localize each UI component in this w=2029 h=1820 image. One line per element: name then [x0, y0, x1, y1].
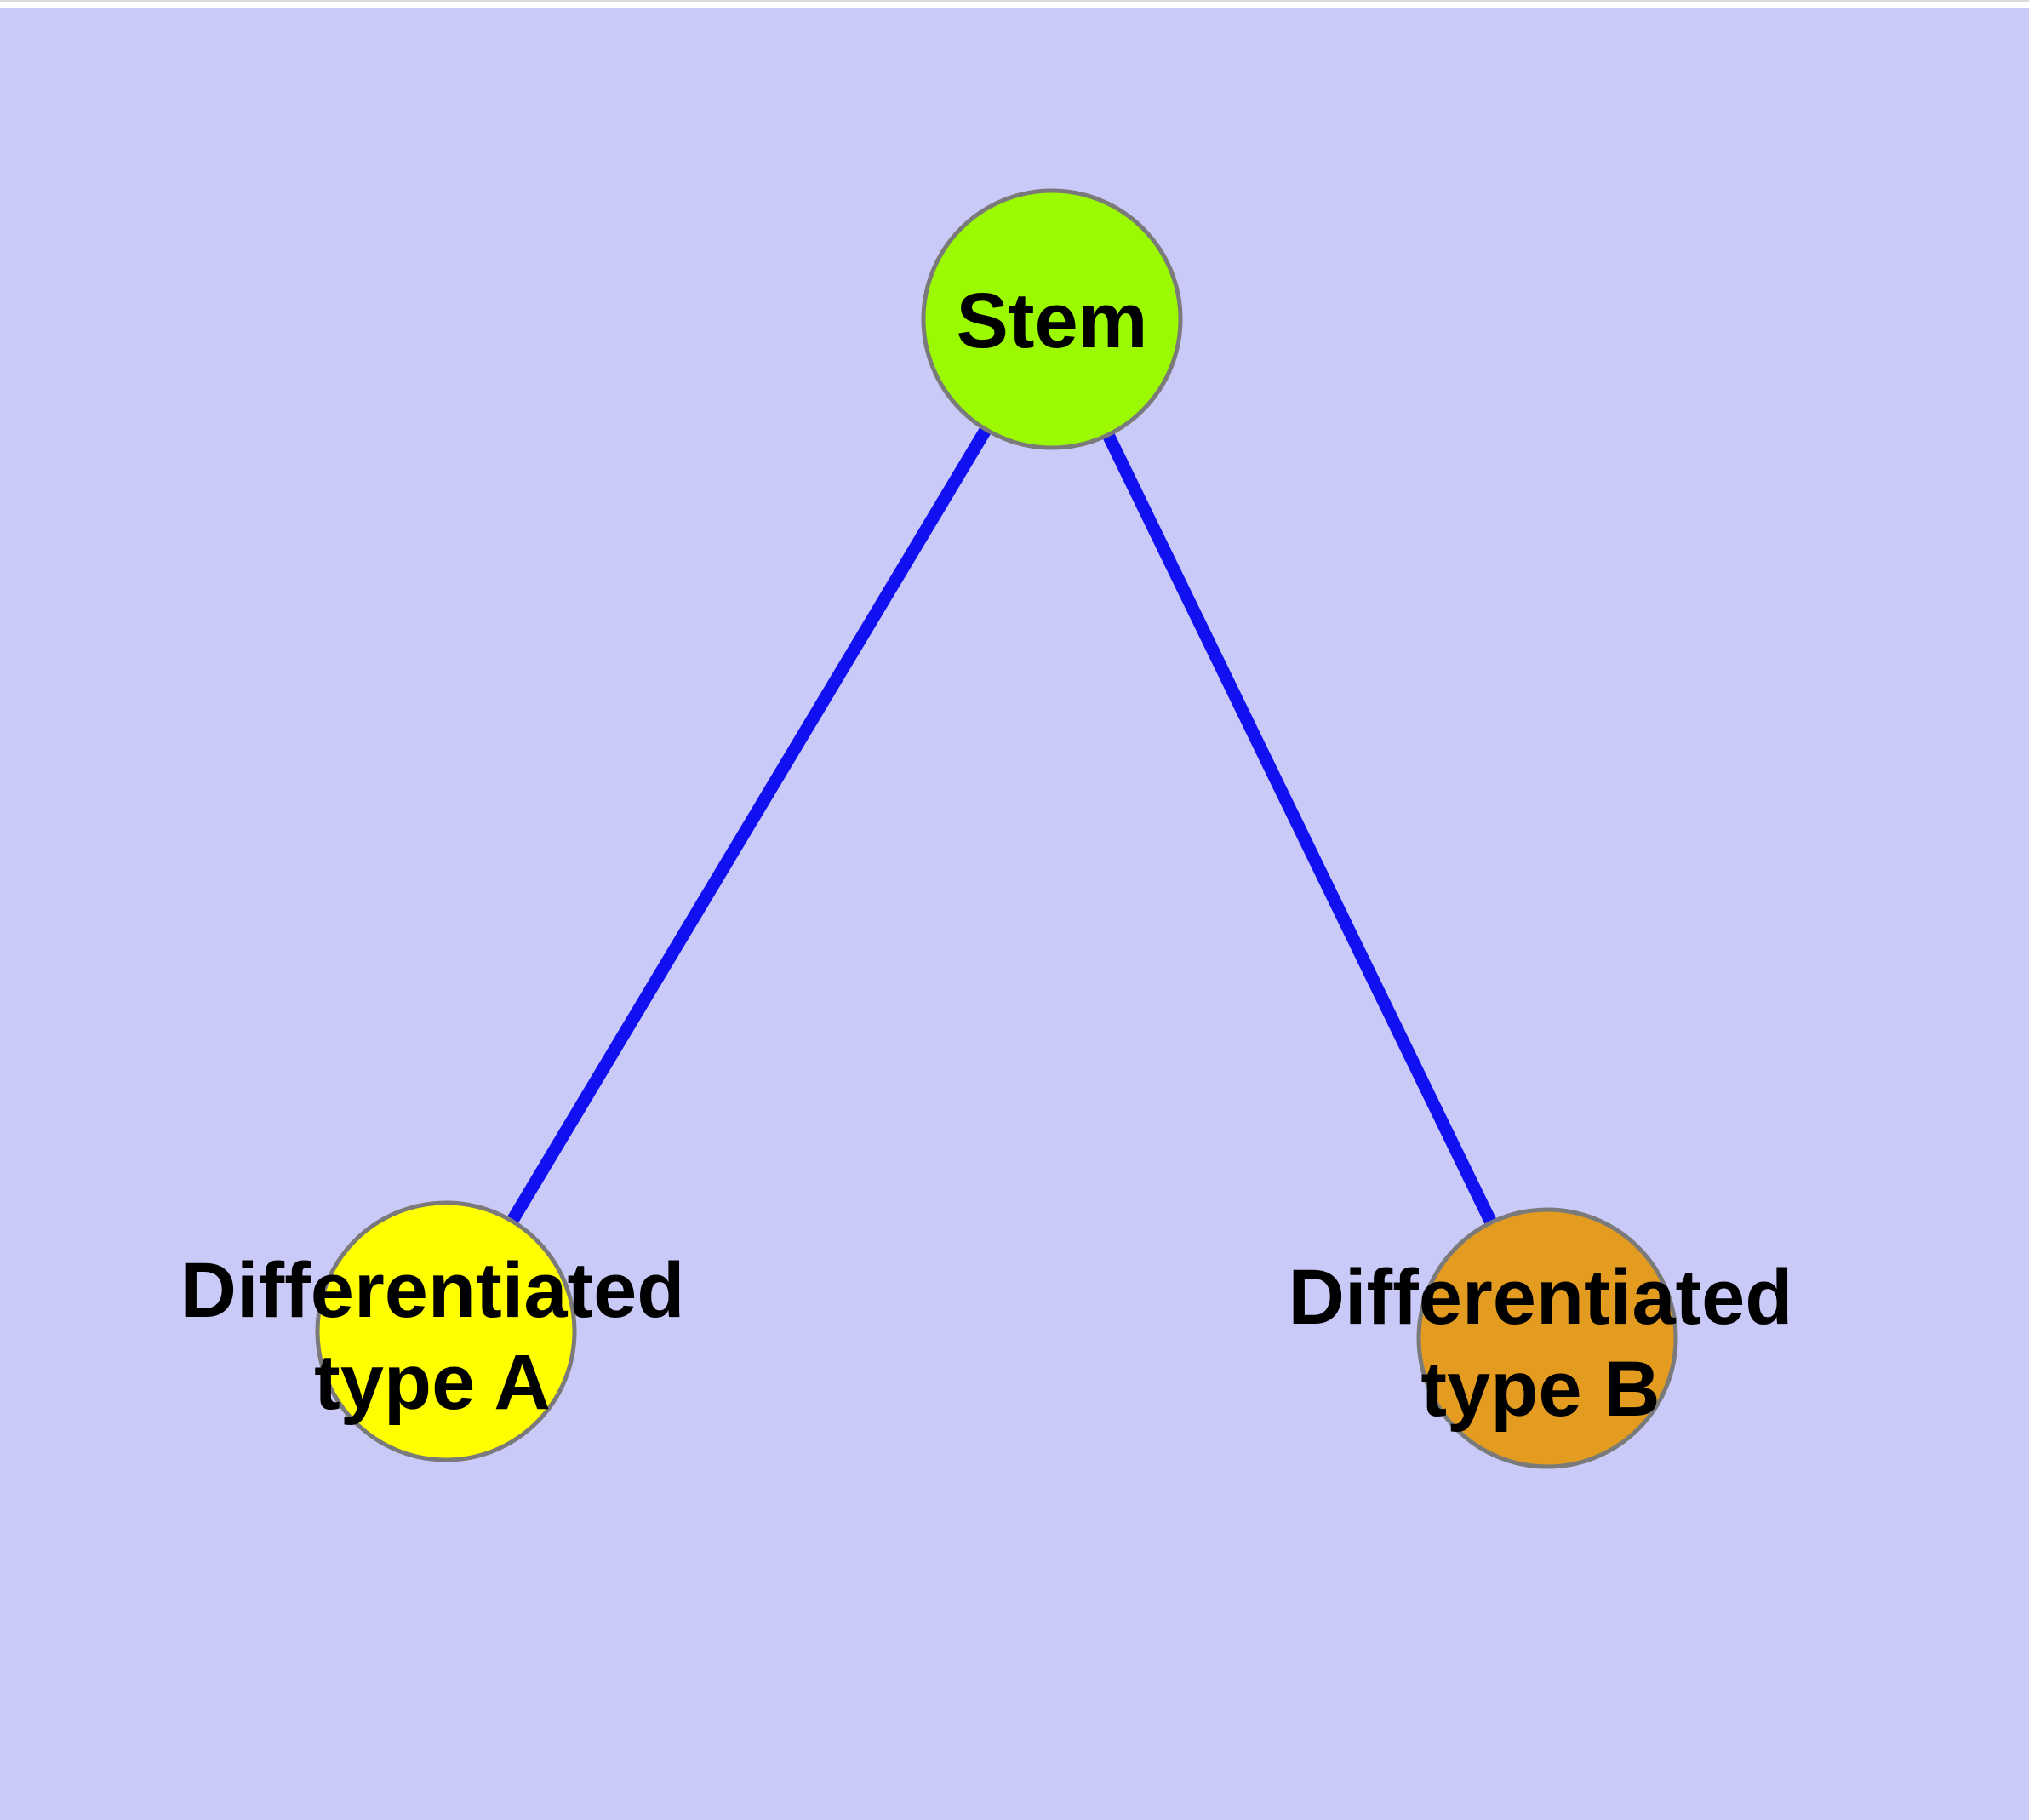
node-label-stem: Stem — [957, 278, 1148, 364]
node-label-type-b-line2: type B — [1420, 1346, 1660, 1433]
node-differentiated-type-a — [315, 1200, 577, 1462]
edge-layer — [440, 316, 1553, 1342]
edge-stem-to-type-a — [440, 316, 1058, 1335]
node-stem — [921, 188, 1183, 450]
node-label-type-b-line1: Differentiated — [1289, 1254, 1793, 1341]
label-layer: Stem Differentiated type A Differentiate… — [180, 278, 1793, 1433]
node-layer — [315, 188, 1678, 1469]
node-label-type-a-line2: type A — [314, 1339, 551, 1426]
node-differentiated-type-b — [1416, 1207, 1678, 1469]
edge-stem-to-type-b — [1046, 316, 1553, 1342]
window-top-strip — [0, 0, 2029, 8]
window-top-strip-border — [0, 0, 2029, 2]
node-label-type-a-line1: Differentiated — [180, 1247, 685, 1334]
